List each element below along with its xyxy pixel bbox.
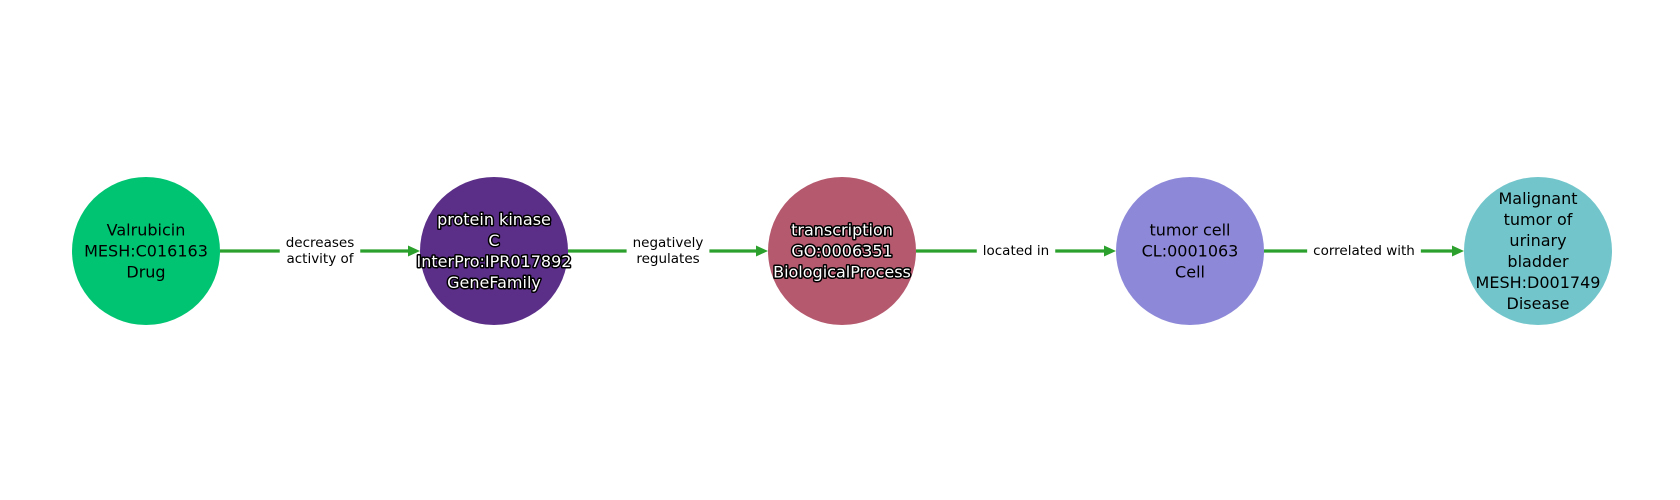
node-circle xyxy=(1464,177,1612,325)
edge-arrowhead-3 xyxy=(1104,245,1116,257)
node-label-line: Valrubicin xyxy=(107,221,186,240)
edge-label-line: activity of xyxy=(286,251,354,267)
node-label-line: bladder xyxy=(1507,252,1569,271)
node-5: Malignant tumor of urinary bladderMESH:D001… xyxy=(1464,177,1612,325)
edge-arrowhead-4 xyxy=(1452,245,1464,257)
edge-label-line: negatively xyxy=(633,235,704,251)
node-label-line: protein kinase xyxy=(437,210,551,229)
edge-label-background xyxy=(976,241,1056,261)
node-label-line: CL:0001063 xyxy=(1142,242,1239,261)
node-label-line: MESH:C016163 xyxy=(84,242,208,261)
node-label-line: BiologicalProcess xyxy=(773,263,911,282)
edge-label-line: regulates xyxy=(636,251,699,267)
edge-label-line: decreases xyxy=(286,235,355,251)
node-circle xyxy=(72,177,220,325)
node-label-line: tumor of xyxy=(1504,210,1573,229)
edge-label-background xyxy=(626,233,710,269)
node-label-line: urinary xyxy=(1509,231,1566,250)
node-label-line: GeneFamily xyxy=(447,273,541,292)
edge-arrowhead-2 xyxy=(756,245,768,257)
edge-label-background xyxy=(1307,241,1421,261)
node-label-line: GO:0006351 xyxy=(791,242,892,261)
node-label-line: InterPro:IPR017892 xyxy=(417,252,572,271)
edge-label-4: correlated with xyxy=(1307,241,1421,261)
node-label-line: Drug xyxy=(126,263,165,282)
edge-label-3: located in xyxy=(976,241,1056,261)
node-label-line: Disease xyxy=(1507,294,1570,313)
node-label-line: C xyxy=(488,231,499,250)
node-label-line: MESH:D001749 xyxy=(1476,273,1601,292)
node-label-line: transcription xyxy=(791,221,893,240)
edge-label-line: located in xyxy=(983,243,1049,259)
node-label-line: tumor cell xyxy=(1150,221,1231,240)
node-circle xyxy=(1116,177,1264,325)
edge-arrowhead-1 xyxy=(408,245,420,257)
edge-label-background xyxy=(279,233,361,269)
node-label-line: Cell xyxy=(1175,263,1205,282)
edge-label-line: correlated with xyxy=(1313,243,1415,259)
node-label-line: Malignant xyxy=(1498,189,1577,208)
node-circle xyxy=(420,177,568,325)
node-circle xyxy=(768,177,916,325)
